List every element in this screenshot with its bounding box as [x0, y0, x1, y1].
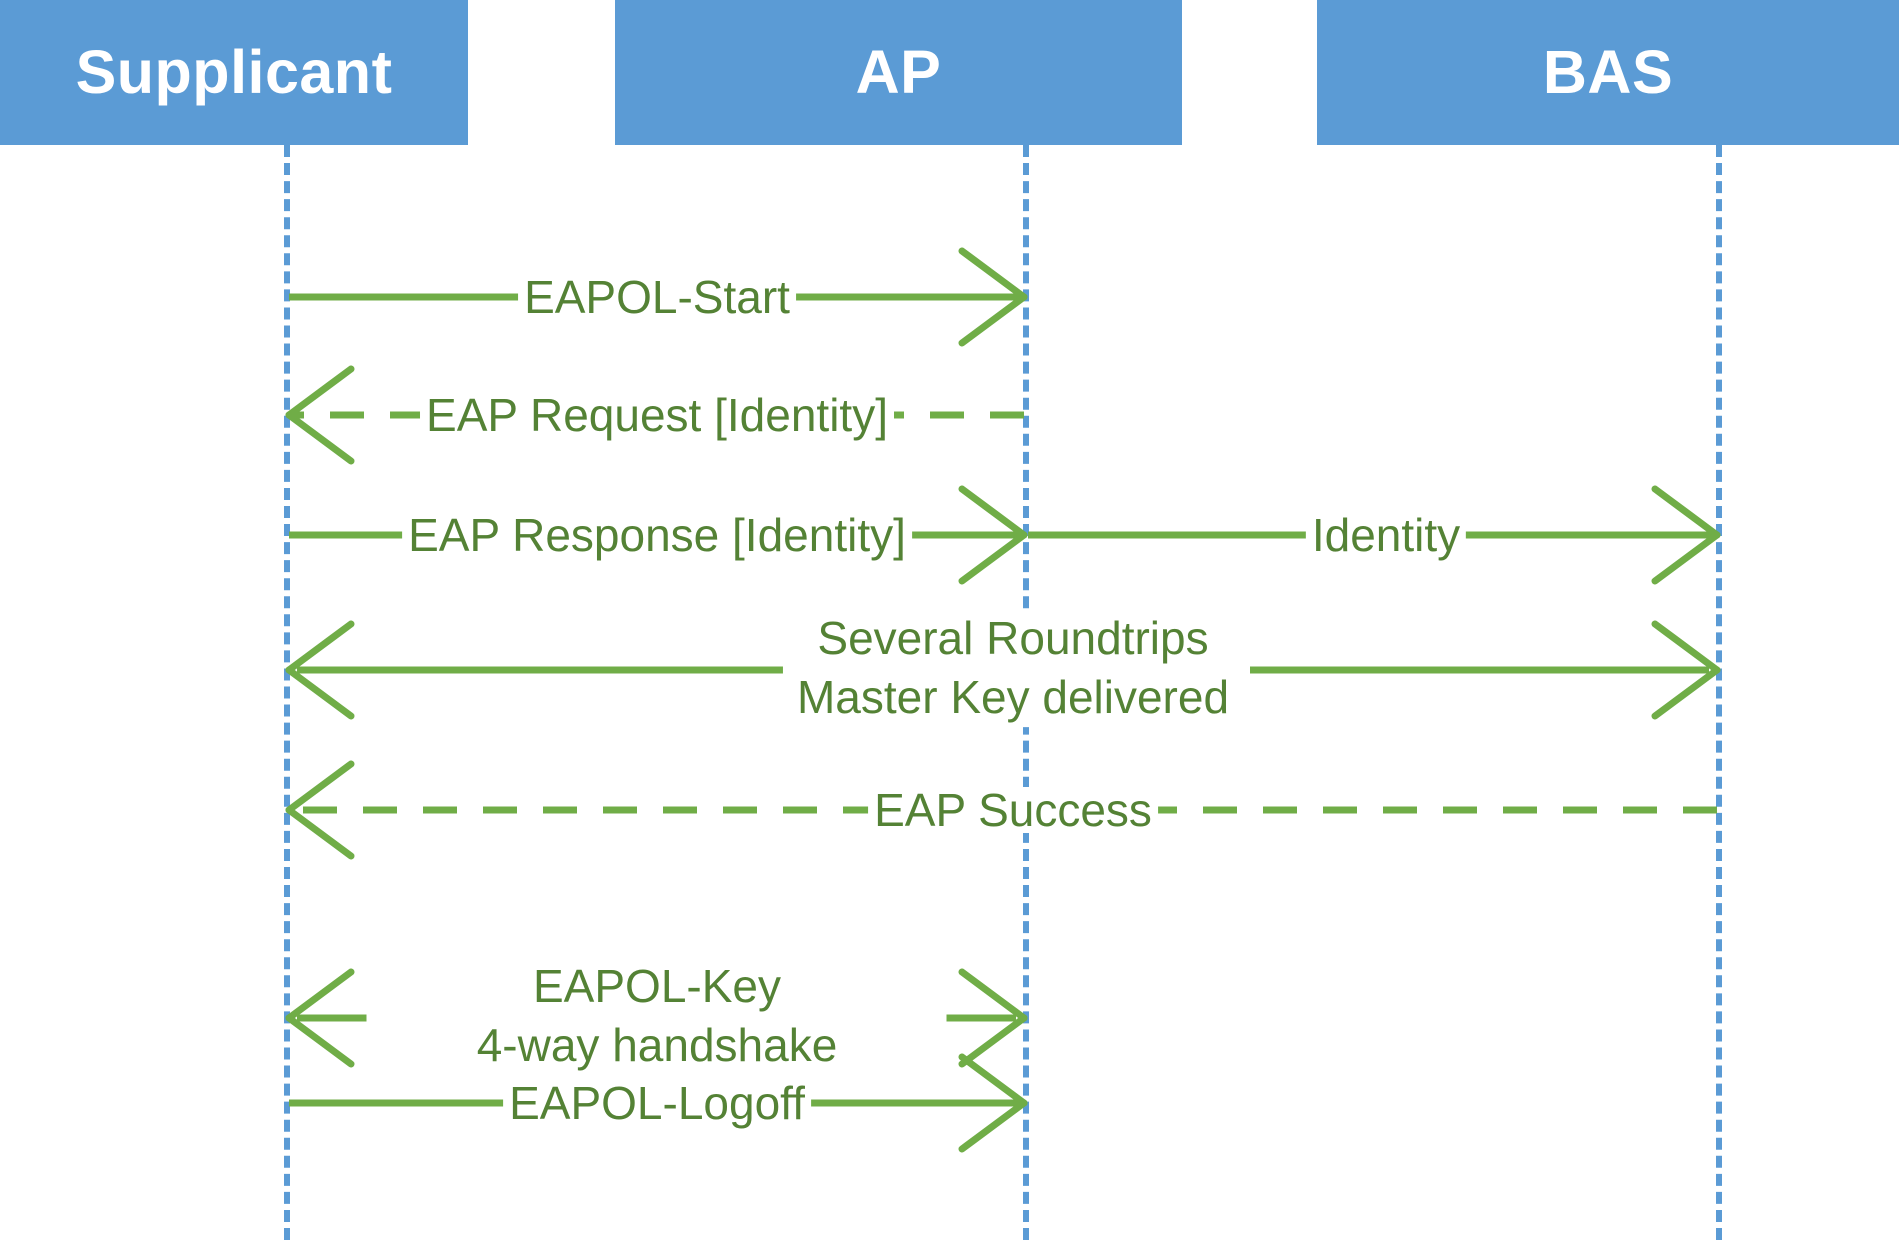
message-label-m8: EAPOL-Logoff [503, 1080, 811, 1126]
participant-box-supplicant[interactable]: Supplicant [0, 0, 468, 145]
message-label-m1: EAPOL-Start [518, 274, 796, 320]
arrowhead-m1 [958, 247, 1028, 347]
participant-label-supplicant: Supplicant [75, 38, 393, 106]
message-label-line-1: EAPOL-Key [532, 960, 781, 1013]
participant-label-bas: BAS [1542, 38, 1674, 106]
arrowhead-right-m5 [1651, 620, 1721, 720]
message-label-m7: EAPOL-Key 4-way handshake [462, 957, 852, 1075]
arrowhead-left-m5 [285, 620, 355, 720]
message-label-line-1: Several Roundtrips [817, 612, 1209, 665]
participant-label-ap: AP [855, 38, 942, 106]
arrowhead-left-m7 [285, 968, 355, 1068]
participant-box-ap[interactable]: AP [615, 0, 1182, 145]
message-label-m3: EAP Response [Identity] [402, 512, 912, 558]
arrowhead-right-m7 [958, 968, 1028, 1068]
message-label-line-2: Master Key delivered [796, 671, 1230, 723]
message-label-m4: Identity [1305, 512, 1467, 558]
lifeline-bas [1716, 145, 1722, 1240]
message-label-line-2: 4-way handshake [476, 1019, 838, 1071]
arrowhead-m6 [285, 760, 355, 860]
message-label-m6: EAP Success [868, 787, 1158, 833]
participant-box-bas[interactable]: BAS [1317, 0, 1899, 145]
arrowhead-m4 [1651, 485, 1721, 585]
lifeline-supplicant [284, 145, 290, 1240]
arrowhead-m3 [958, 485, 1028, 585]
message-label-m2: EAP Request [Identity] [420, 392, 894, 438]
arrowhead-m2 [285, 365, 355, 465]
arrowhead-m8 [958, 1053, 1028, 1153]
